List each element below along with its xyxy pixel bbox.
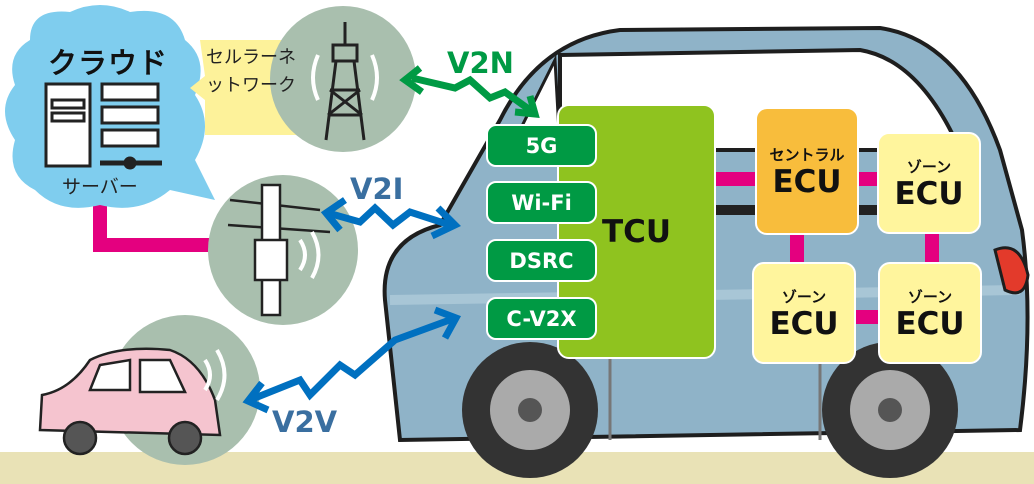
module-wifi: Wi-Fi — [486, 181, 597, 224]
module-c-v2x: C-V2X — [486, 297, 597, 340]
v2v-arrow — [242, 306, 462, 414]
zone-ecu-main: ECU — [894, 175, 964, 212]
cloud-link-line — [93, 205, 220, 252]
utility-pole-icon — [227, 183, 331, 317]
v2v-label: V2V — [272, 405, 338, 439]
cloud-title: クラウド — [48, 46, 169, 80]
front-wheel — [462, 342, 598, 478]
rear-wheel — [822, 342, 958, 478]
zone-ecu-main: ECU — [769, 305, 839, 342]
server-label: サーバー — [62, 176, 138, 198]
cell-tower-circle — [270, 6, 416, 152]
v2i-arrow — [320, 197, 461, 240]
zone-ecu-sub: ゾーン — [781, 287, 827, 306]
v2n-label: V2N — [447, 46, 514, 80]
server-icon — [44, 82, 162, 170]
zone-ecu-sub: ゾーン — [906, 157, 952, 176]
ecu-black-links — [716, 205, 879, 215]
zone-ecu-main: ECU — [895, 305, 965, 342]
cell-tower-icon — [311, 22, 379, 141]
zone-ecu-3: ゾーン ECU — [878, 262, 982, 364]
central-ecu-main: ECU — [772, 163, 842, 200]
ecu-network-links — [716, 172, 939, 324]
central-ecu-sub: セントラル — [769, 145, 845, 164]
v2i-label: V2I — [350, 172, 404, 206]
central-ecu: セントラル ECU — [755, 107, 859, 235]
v2n-arrow — [399, 65, 540, 118]
module-5g: 5G — [486, 124, 597, 167]
tcu-label: TCU — [601, 213, 672, 250]
other-car-icon — [38, 347, 227, 456]
zone-ecu-1: ゾーン ECU — [877, 132, 981, 234]
module-dsrc: DSRC — [486, 239, 597, 282]
zone-ecu-2: ゾーン ECU — [752, 262, 856, 364]
cellular-network-label: セルラーネットワーク — [206, 47, 296, 96]
zone-ecu-sub: ゾーン — [907, 287, 953, 306]
